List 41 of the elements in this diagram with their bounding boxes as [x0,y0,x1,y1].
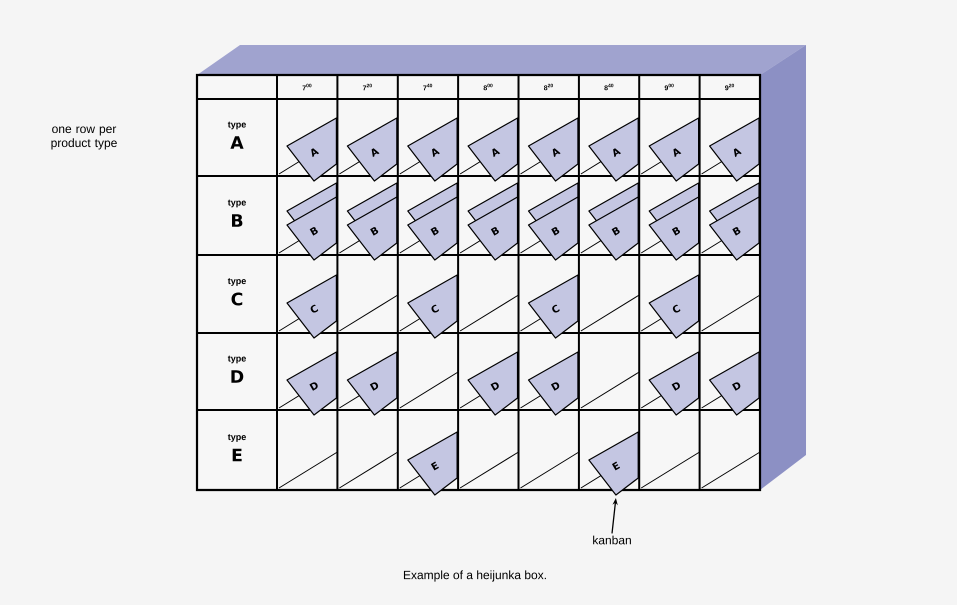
row-letter: C [232,292,242,306]
callout-text: kanban [593,536,631,544]
kanban-card: D [528,351,578,416]
kanban-card: D [286,351,338,416]
kanban-card: B [588,182,639,261]
kanban-card: B [648,182,700,261]
kanban-card: E [588,431,639,496]
kanban-card: B [709,182,760,261]
kanban-card: A [407,117,458,182]
kanban-card: A [528,117,578,182]
kanban-card: A [468,117,518,182]
kanban-card: D [346,351,398,416]
kanban-card: A [588,117,639,182]
kanban-card: D [648,351,700,416]
row-letter: E [232,448,242,462]
kanban-card: E [407,431,458,496]
kanban-card: A [346,117,398,182]
kanban-card: D [468,351,518,416]
row-label: type [228,200,246,208]
kanban-card: B [468,182,518,261]
kanban-card: C [648,274,700,339]
row-letter: B [232,214,242,227]
row-label: type [228,278,246,286]
kanban-card: B [346,182,398,261]
kanban-card: A [709,117,760,182]
kanban-card: A [648,117,700,182]
kanban-card: C [407,274,458,339]
kanban-card: B [528,182,578,261]
row-label: type [228,356,246,364]
row-label: type [228,122,246,130]
row-letter: D [231,370,244,383]
caption: Example of a heijunka box. [404,570,546,582]
kanban-card: B [286,182,338,261]
kanban-card: C [286,274,338,339]
row-letter: A [230,136,244,149]
kanban-card: B [407,182,458,261]
note: one row per product type [51,126,117,150]
kanban-card: D [709,351,760,416]
kanban-card: A [286,117,338,182]
kanban-card: C [528,274,578,339]
row-label: type [228,434,246,442]
